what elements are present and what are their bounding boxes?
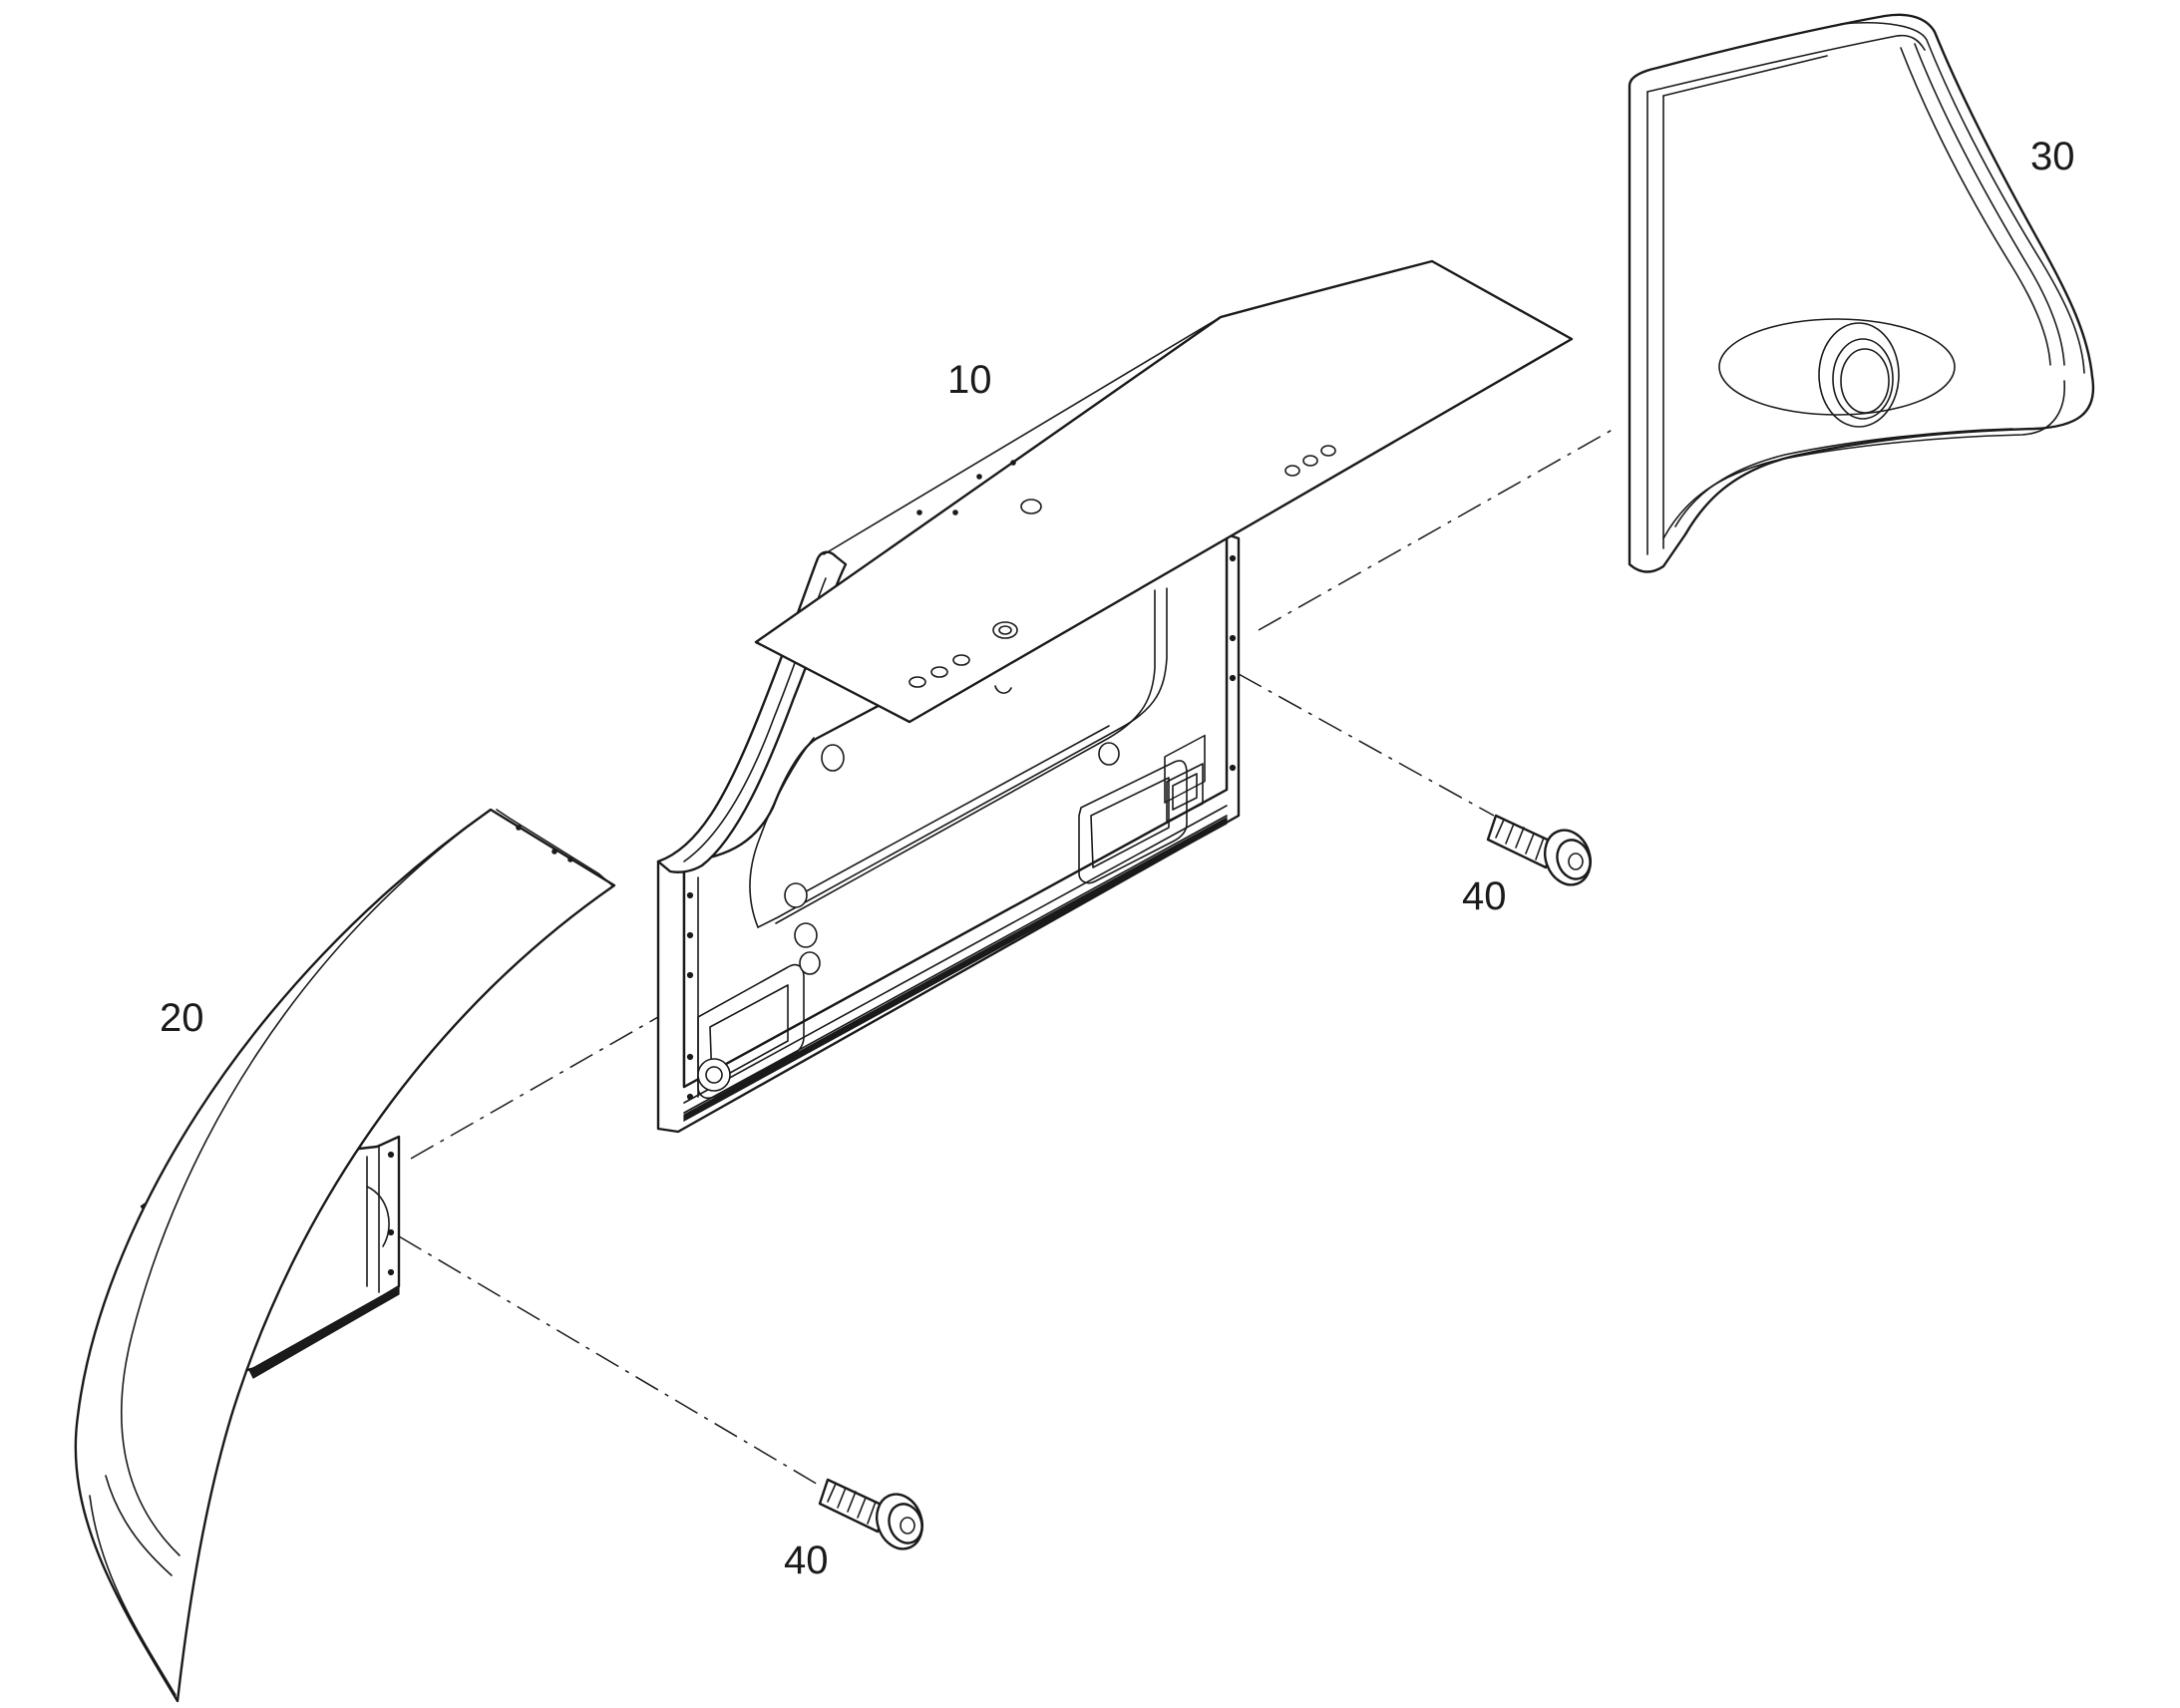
centerline-panel-to-cover [1258, 426, 1619, 631]
callout-20: 20 [160, 996, 204, 1040]
assembly-centerlines [398, 426, 1619, 1487]
callout-40-lower: 40 [784, 1538, 829, 1582]
callout-40-upper: 40 [1462, 874, 1507, 918]
callout-30: 30 [2030, 135, 2075, 178]
part-40-upper-bolt: 40 [1462, 814, 1592, 918]
part-20-fender: 20 [74, 808, 616, 1703]
centerline-fender-to-panel [410, 1016, 659, 1160]
part-10-panel: 10 [656, 259, 1574, 1134]
part-40-lower-bolt: 40 [784, 1478, 923, 1582]
part-30-cover: 30 [1628, 13, 2095, 573]
centerline-lower-bolt [398, 1235, 821, 1487]
centerline-upper-bolt [1238, 673, 1495, 817]
callout-10: 10 [947, 358, 992, 402]
